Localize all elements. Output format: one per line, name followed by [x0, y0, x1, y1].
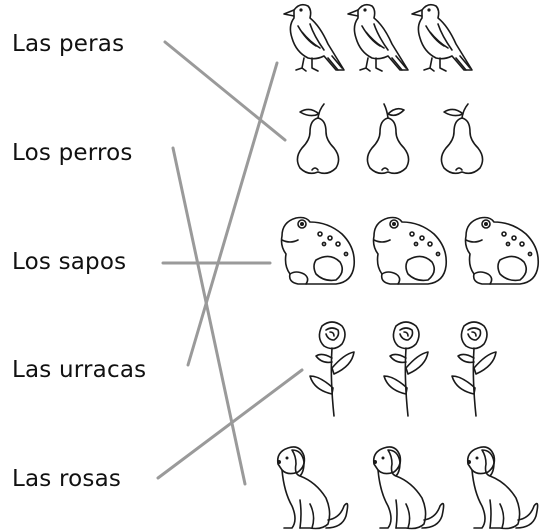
- line-rosas-to-rose: [156, 368, 304, 480]
- toad-icon: [280, 216, 356, 285]
- rose-icon: [451, 321, 497, 417]
- pear-icon: [366, 103, 410, 175]
- pear-icon: [296, 103, 340, 175]
- line-perros-to-dog: [171, 146, 247, 486]
- rose-icon: [309, 321, 355, 417]
- label-los-sapos: Los sapos: [12, 249, 127, 275]
- label-las-urracas: Las urracas: [12, 357, 147, 383]
- dog-icon: [372, 446, 445, 530]
- dog-icon: [276, 446, 349, 530]
- magpie-icon: [347, 3, 409, 72]
- label-los-perros: Los perros: [12, 140, 133, 166]
- dog-icon: [466, 446, 539, 530]
- magpie-row: [270, 0, 549, 90]
- label-las-rosas: Las rosas: [12, 466, 122, 492]
- line-urracas-to-magpie: [186, 61, 279, 367]
- dog-row: [270, 440, 549, 530]
- line-peras-to-pear: [163, 40, 287, 142]
- rose-icon: [383, 321, 429, 417]
- rose-row: [270, 318, 549, 417]
- toad-icon: [464, 216, 540, 285]
- magpie-icon: [411, 3, 473, 72]
- pear-icon: [440, 103, 484, 175]
- label-las-peras: Las peras: [12, 31, 125, 57]
- magpie-icon: [283, 3, 345, 72]
- toad-row: [270, 210, 549, 300]
- pear-row: [270, 100, 549, 190]
- toad-icon: [372, 216, 448, 285]
